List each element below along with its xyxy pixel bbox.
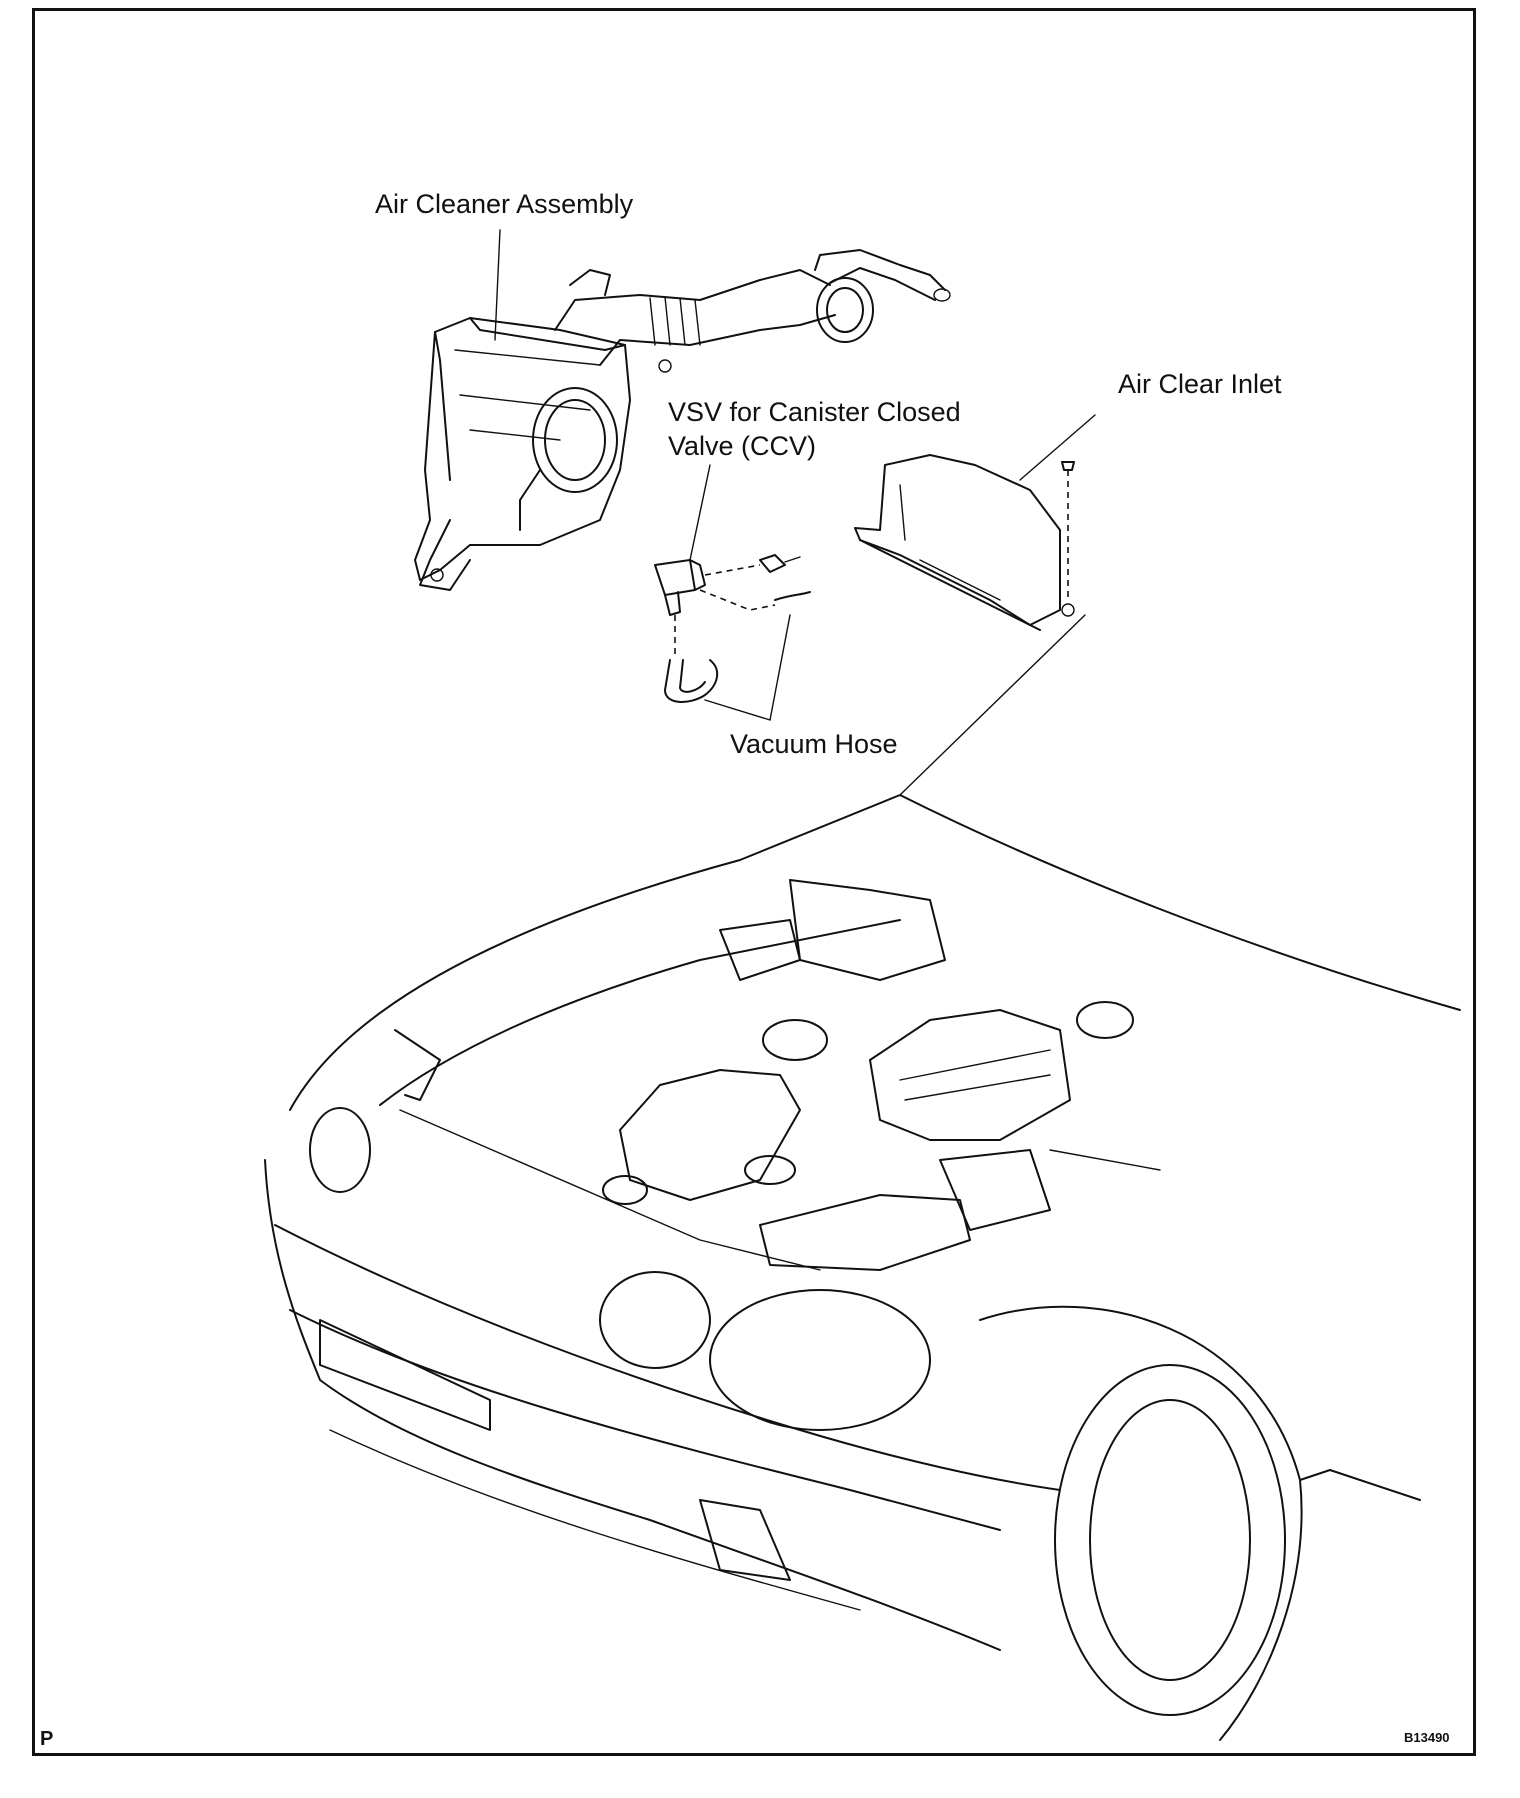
air-clear-inlet-drawing [854,454,1075,631]
label-vsv-line1: VSV for Canister Closed [668,397,961,427]
vsv-ccv-drawing [654,554,811,703]
figure-code: B13490 [1404,1730,1450,1745]
air-cleaner-assembly-drawing [414,249,951,591]
figure-frame [32,8,1476,1756]
leader-lines [494,229,1096,796]
label-air-cleaner-assembly: Air Cleaner Assembly [375,189,634,219]
vehicle-drawing [264,794,1461,1741]
label-vacuum-hose: Vacuum Hose [730,729,898,759]
label-air-clear-inlet: Air Clear Inlet [1118,369,1282,399]
label-vsv-line2: Valve (CCV) [668,431,817,461]
page-mark: P [40,1728,54,1750]
